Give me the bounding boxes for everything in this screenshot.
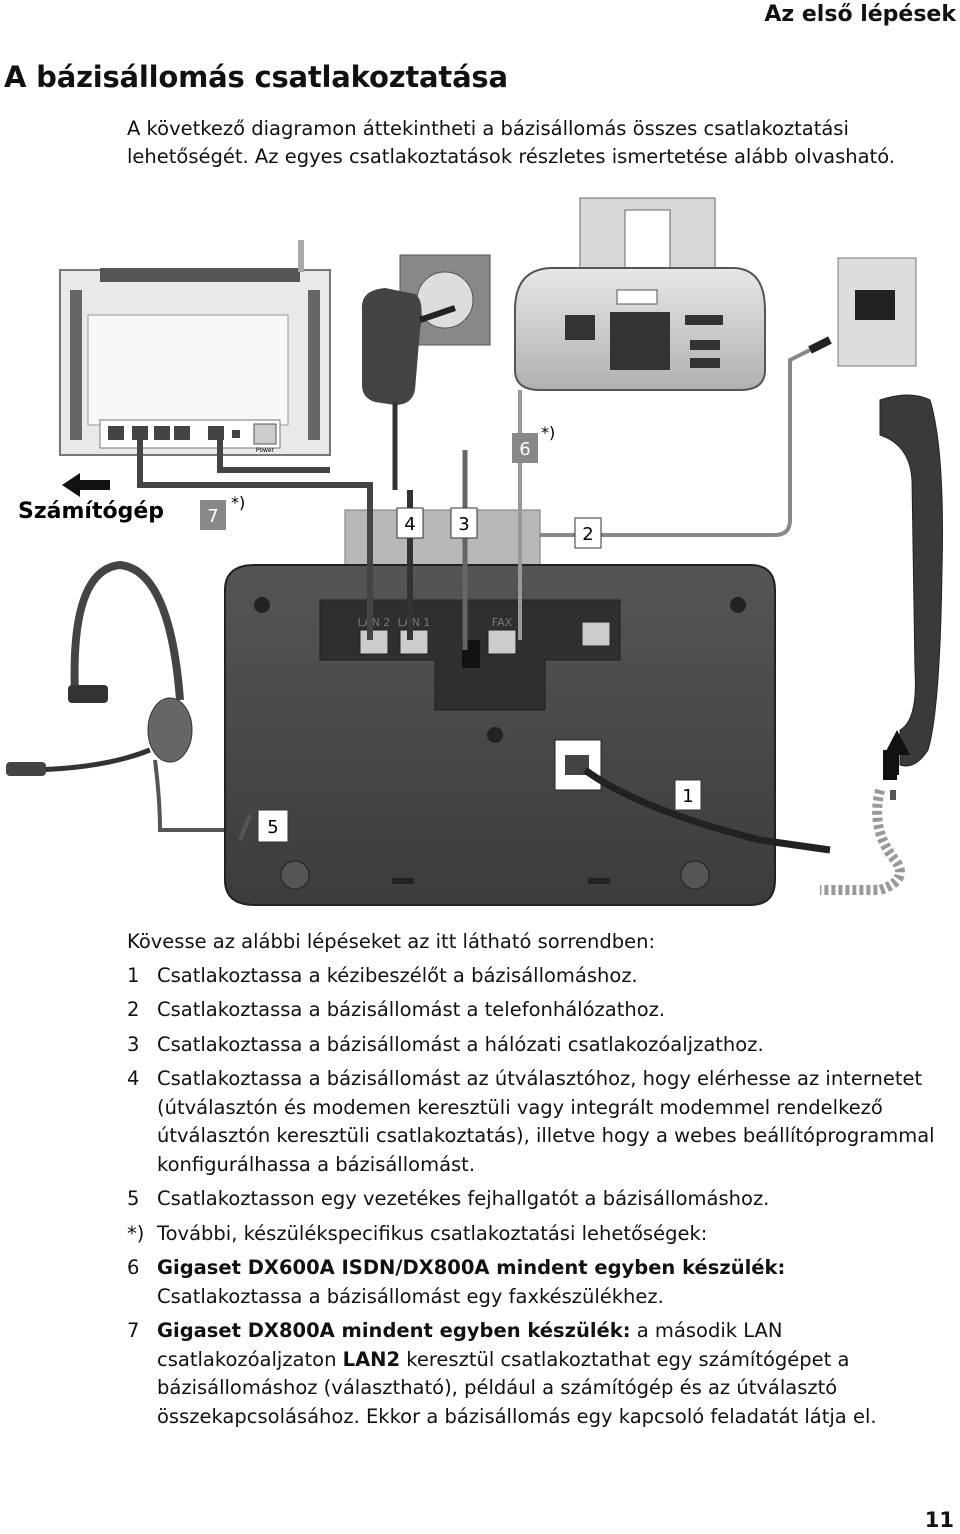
list-item: 7 Gigaset DX800A mindent egyben készülék…	[127, 1317, 957, 1431]
page-number: 11	[925, 1508, 954, 1532]
steps-lead: Kövesse az alábbi lépéseket az itt látha…	[127, 928, 957, 957]
port-label-fax: FAX	[492, 616, 513, 629]
svg-text:2: 2	[582, 524, 593, 545]
list-item: 3 Csatlakoztassa a bázisállomást a hálóz…	[127, 1031, 957, 1060]
marker-4: 4	[397, 508, 423, 538]
power-outlet	[362, 255, 490, 490]
marker-3: 3	[451, 508, 477, 538]
headset	[6, 565, 255, 830]
marker-1: 1	[675, 780, 701, 810]
connection-diagram: Power	[0, 190, 960, 910]
marker-5: 5	[258, 810, 288, 842]
base-station: LAN 2 LAN 1 FAX	[225, 510, 830, 905]
list-item: 1 Csatlakoztassa a kézibeszélőt a bázisá…	[127, 962, 957, 991]
fax-machine	[515, 198, 765, 390]
section-header: Az első lépések	[764, 2, 956, 27]
router-vent-top	[100, 268, 300, 282]
svg-text:4: 4	[404, 514, 415, 535]
handset	[820, 395, 943, 890]
list-item: 6 Gigaset DX600A ISDN/DX800A mindent egy…	[127, 1254, 957, 1311]
list-item: 5 Csatlakoztasson egy vezetékes fejhallg…	[127, 1185, 957, 1214]
steps-list: Kövesse az alábbi lépéseket az itt látha…	[127, 928, 957, 1437]
svg-text:6: 6	[519, 439, 530, 460]
page-title: A bázisállomás csatlakoztatása	[4, 60, 508, 94]
svg-text:3: 3	[458, 514, 469, 535]
list-item: 2 Csatlakoztassa a bázisállomást a telef…	[127, 996, 957, 1025]
extra-options-lead: *) További, készülékspecifikus csatlakoz…	[127, 1220, 957, 1249]
list-item: 4 Csatlakoztassa a bázisállomást az útvá…	[127, 1065, 957, 1179]
marker-2: 2	[575, 518, 601, 548]
computer-arrow	[62, 473, 110, 497]
router-vent-right	[308, 290, 320, 440]
svg-text:1: 1	[682, 786, 693, 807]
intro-paragraph: A következő diagramon áttekintheti a báz…	[127, 115, 947, 171]
router: Power	[60, 240, 330, 455]
port-label-lan1: LAN 1	[398, 616, 431, 629]
svg-text:*): *)	[231, 493, 245, 512]
router-power-label: Power	[256, 447, 275, 454]
router-antenna	[298, 240, 304, 272]
svg-text:7: 7	[207, 506, 218, 527]
marker-7: 7 *)	[200, 493, 245, 530]
port-label-lan2: LAN 2	[358, 616, 391, 629]
svg-text:*): *)	[541, 423, 555, 442]
router-vent-left	[70, 290, 82, 440]
svg-text:5: 5	[267, 817, 278, 838]
computer-label: Számítógép	[18, 499, 164, 524]
